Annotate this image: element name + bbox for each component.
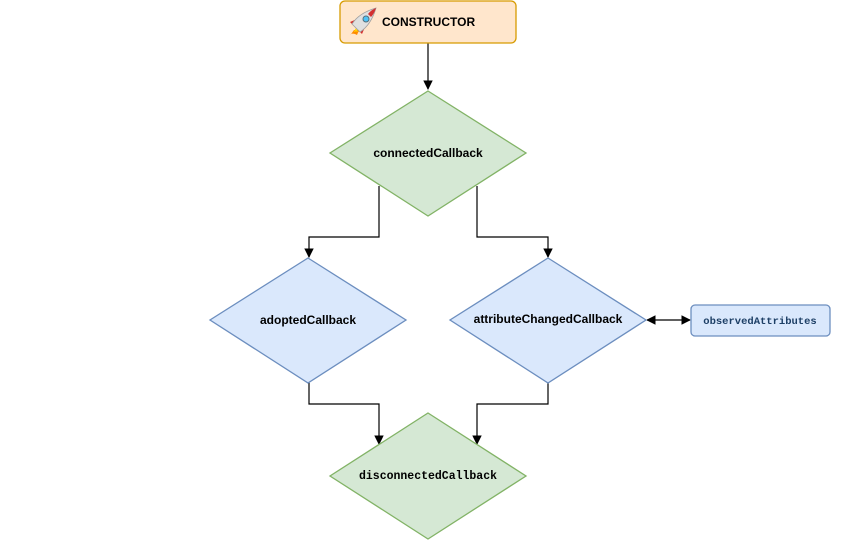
observed-attributes-label: observedAttributes [703, 316, 816, 328]
adopted-callback-node: adoptedCallback [208, 257, 408, 384]
rocket-icon [350, 7, 377, 35]
constructor-box [339, 0, 517, 44]
edge-connected-to-adopted [304, 186, 380, 258]
disconnected-callback-diamond [328, 412, 528, 540]
adopted-callback-label: adoptedCallback [260, 313, 356, 327]
disconnected-callback-label: disconnectedCallback [359, 470, 497, 483]
observed-attributes-box [690, 304, 831, 337]
constructor-label: CONSTRUCTOR [382, 15, 475, 29]
attribute-changed-callback-diamond [448, 257, 648, 384]
edge-attribute-changed-to-disconnected [472, 381, 549, 445]
connected-callback-diamond [328, 90, 528, 217]
connected-callback-node: connectedCallback [328, 90, 528, 217]
edges [304, 43, 691, 445]
edge-connected-to-attribute-changed [476, 186, 553, 258]
constructor-node: CONSTRUCTOR [339, 0, 517, 44]
attribute-changed-callback-label: attributeChangedCallback [474, 312, 623, 326]
connected-callback-label: connectedCallback [373, 146, 483, 160]
disconnected-callback-node: disconnectedCallback [328, 412, 528, 540]
attribute-changed-callback-node: attributeChangedCallback [448, 257, 648, 384]
edge-adopted-to-disconnected [308, 381, 384, 445]
observed-attributes-node: observedAttributes [690, 304, 831, 337]
adopted-callback-diamond [208, 257, 408, 384]
